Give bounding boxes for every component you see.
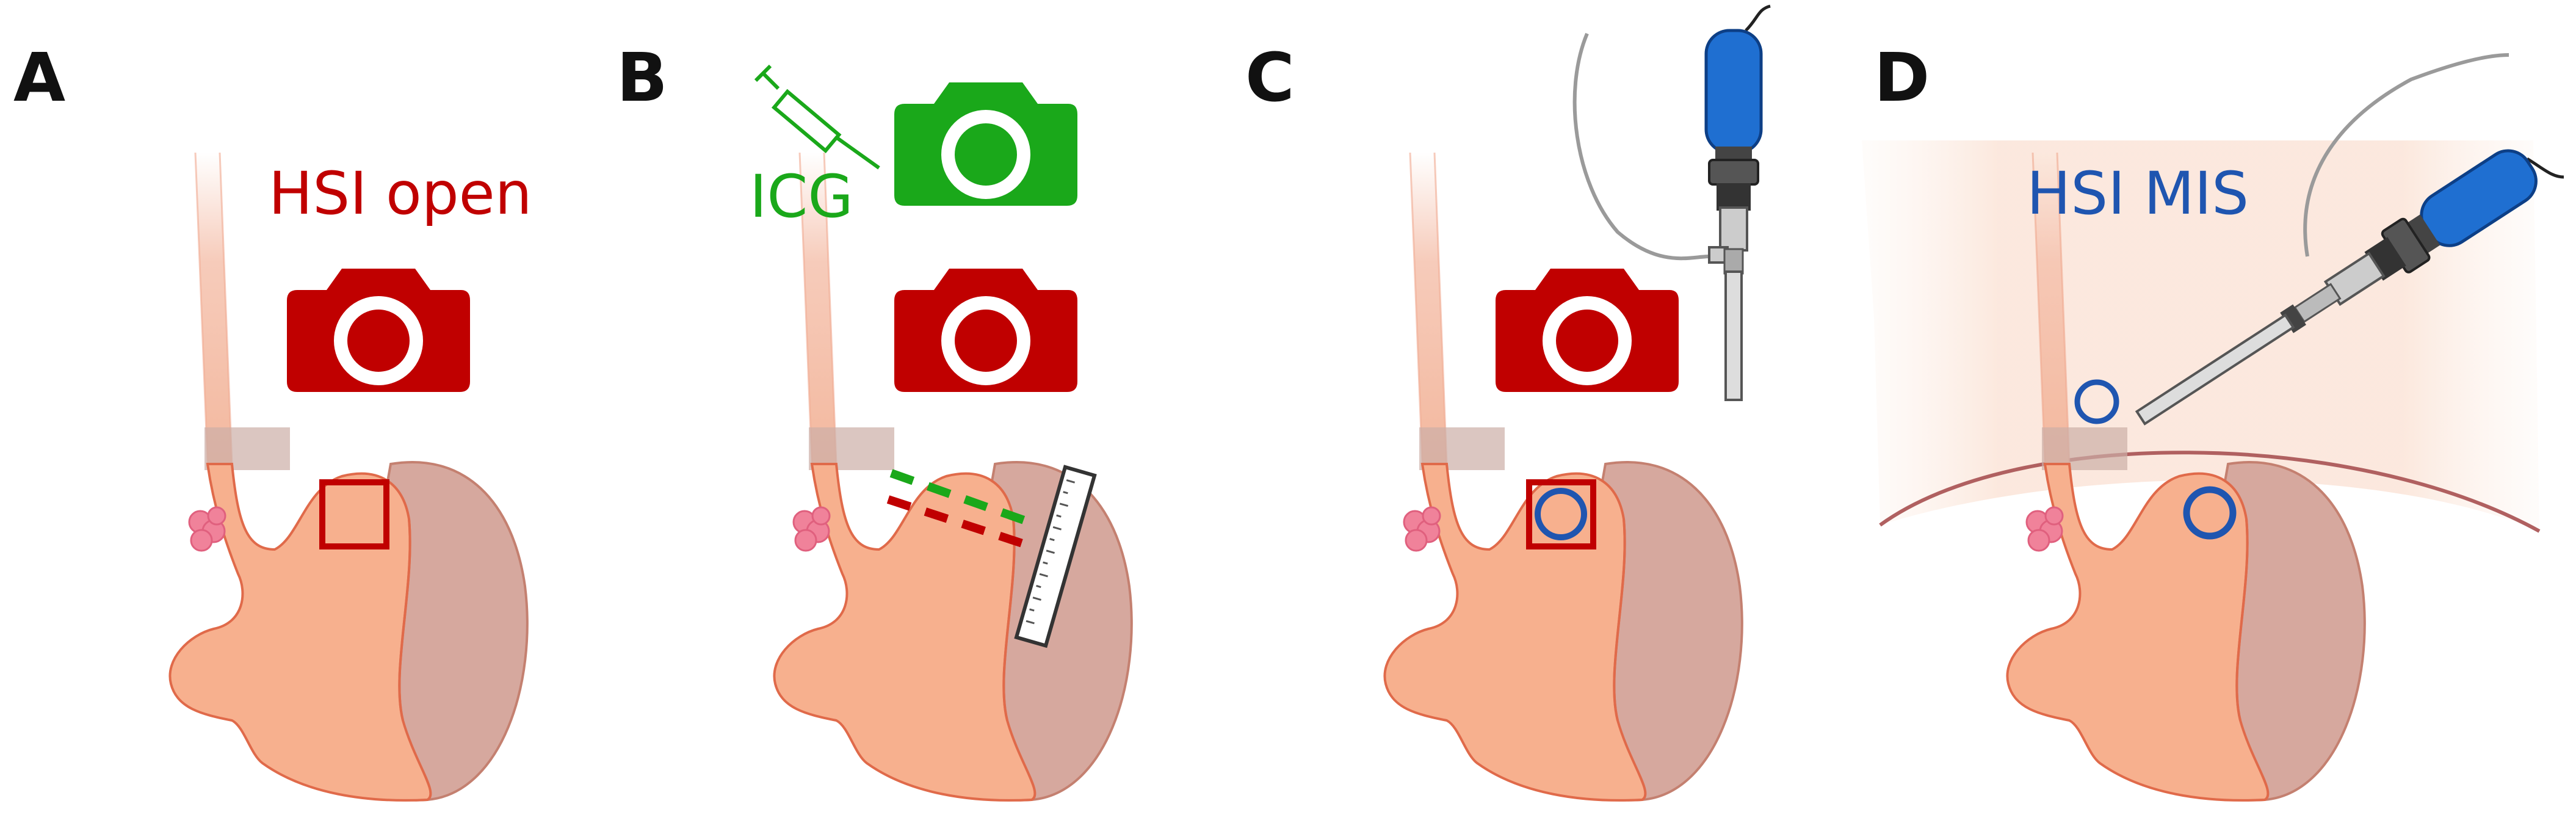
stomach-c xyxy=(1383,151,1743,802)
syringe-icon xyxy=(754,64,880,170)
hsi-open-label: HSI open xyxy=(269,159,532,228)
camera-head-icon xyxy=(1704,29,1763,211)
resection-lines xyxy=(886,469,1040,551)
camera-head-icon xyxy=(2364,149,2538,281)
panel-letter-d: D xyxy=(1874,38,1930,117)
camera-icon xyxy=(894,269,1077,392)
panel-b: B ICG xyxy=(617,38,1133,802)
camera-icon xyxy=(894,82,1077,206)
measurement-circle xyxy=(2183,486,2237,540)
panel-c: C xyxy=(1245,4,1771,802)
roi-box xyxy=(1526,479,1596,549)
hsi-mis-label: HSI MIS xyxy=(2027,159,2249,228)
panel-letter-c: C xyxy=(1245,38,1295,117)
panel-letter-b: B xyxy=(617,38,668,117)
panel-a: A HSI open xyxy=(13,38,532,802)
abdominal-cavity xyxy=(1862,140,2539,531)
laparoscope-icon xyxy=(1708,206,1748,401)
laparoscope-icon xyxy=(2135,252,2386,426)
stomach-a xyxy=(168,151,529,802)
icg-label: ICG xyxy=(750,162,853,231)
panel-letter-a: A xyxy=(13,38,65,117)
camera-icon xyxy=(1496,269,1679,392)
camera-icon xyxy=(287,269,470,392)
cable xyxy=(2303,53,2509,257)
measurement-circle xyxy=(2074,379,2119,424)
cable xyxy=(1572,32,1710,261)
abdominal-wall-line xyxy=(1879,451,2541,533)
measurement-circle xyxy=(1535,488,1587,540)
roi-box xyxy=(319,479,389,549)
panel-d: D HSI MIS xyxy=(1862,38,2564,802)
